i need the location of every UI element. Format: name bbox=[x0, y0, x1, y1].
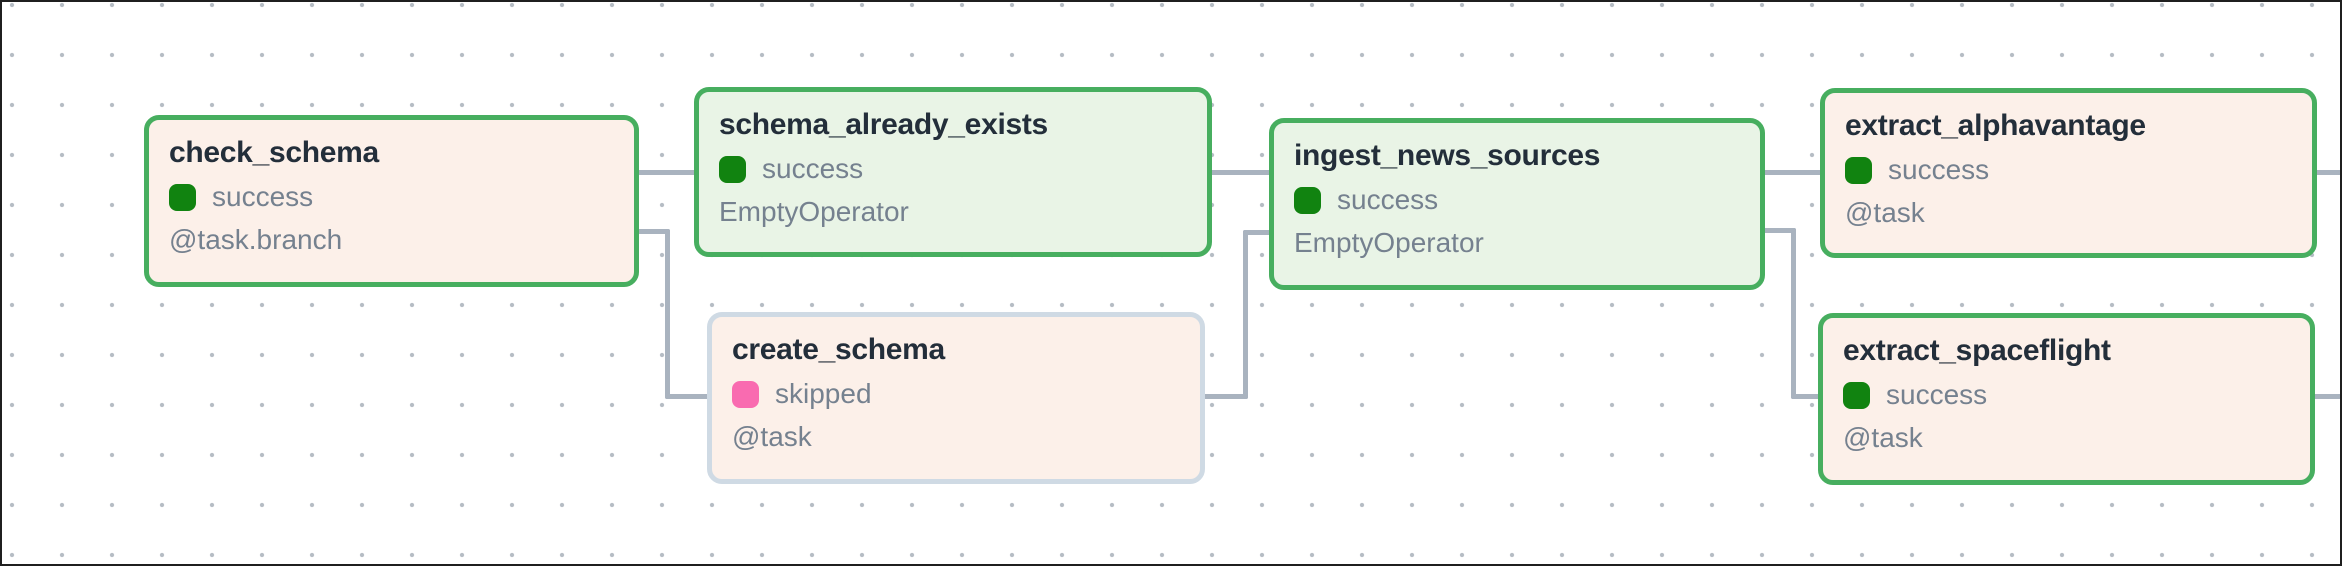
operator-label: @task bbox=[1845, 197, 1925, 228]
task-title: extract_spaceflight bbox=[1843, 334, 2111, 367]
status-label: success bbox=[212, 181, 314, 212]
task-node-ingest_news_sources[interactable]: ingest_news_sources success EmptyOperato… bbox=[1269, 118, 1765, 290]
status-icon-success bbox=[1294, 186, 1321, 214]
operator-label: EmptyOperator bbox=[1294, 227, 1484, 258]
status-icon-success bbox=[719, 155, 746, 183]
status-label: success bbox=[1888, 154, 1990, 185]
operator-label: @task bbox=[1843, 422, 1923, 453]
task-status-row: success bbox=[1845, 151, 2292, 189]
status-icon-success bbox=[1843, 381, 1870, 409]
task-title: schema_already_exists bbox=[719, 108, 1048, 141]
task-title: ingest_news_sources bbox=[1294, 139, 1601, 172]
status-label: success bbox=[1886, 379, 1988, 410]
operator-label: @task bbox=[732, 421, 812, 452]
task-title: check_schema bbox=[169, 136, 379, 169]
status-icon-skipped bbox=[732, 380, 759, 408]
task-status-row: success bbox=[719, 150, 1187, 188]
status-label: success bbox=[762, 153, 864, 184]
task-status-row: skipped bbox=[732, 375, 1180, 413]
task-node-create_schema[interactable]: create_schema skipped @task bbox=[707, 312, 1205, 484]
task-node-extract_spaceflight[interactable]: extract_spaceflight success @task bbox=[1818, 313, 2315, 485]
task-status-row: success bbox=[1843, 376, 2290, 414]
operator-label: @task.branch bbox=[169, 224, 343, 255]
status-icon-success bbox=[1845, 156, 1872, 184]
status-label: skipped bbox=[775, 378, 872, 409]
task-title: extract_alphavantage bbox=[1845, 109, 2146, 142]
task-status-row: success bbox=[1294, 181, 1740, 219]
status-icon-success bbox=[169, 183, 196, 211]
task-node-schema_already_exists[interactable]: schema_already_exists success EmptyOpera… bbox=[694, 87, 1212, 257]
task-node-check_schema[interactable]: check_schema success @task.branch bbox=[144, 115, 639, 287]
task-status-row: success bbox=[169, 178, 614, 216]
operator-label: EmptyOperator bbox=[719, 196, 909, 227]
task-title: create_schema bbox=[732, 333, 945, 366]
task-node-extract_alphavantage[interactable]: extract_alphavantage success @task bbox=[1820, 88, 2317, 258]
status-label: success bbox=[1337, 184, 1439, 215]
